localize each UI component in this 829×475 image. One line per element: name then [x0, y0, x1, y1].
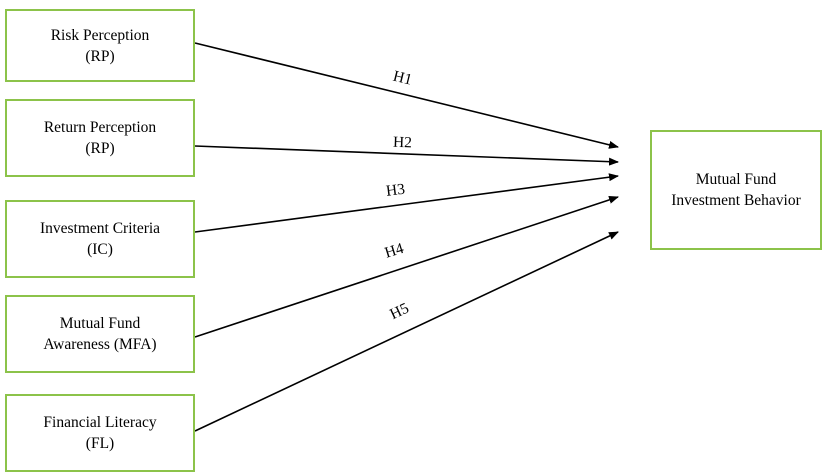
- label-h5: H5: [387, 300, 412, 324]
- arrow-h2: [194, 145, 619, 166]
- construct-abbreviation: Awareness (MFA): [43, 336, 157, 353]
- construct-box-risk-perception: Risk Perception (RP): [5, 9, 195, 82]
- construct-abbreviation: (RP): [85, 140, 115, 157]
- construct-box-financial-literacy: Financial Literacy (FL): [5, 394, 195, 472]
- construct-title: Return Perception: [43, 119, 157, 136]
- arrow-h5: [194, 231, 619, 432]
- construct-abbreviation: (FL): [85, 435, 115, 452]
- construct-title: Investment Criteria: [39, 220, 161, 237]
- construct-title: Financial Literacy: [43, 414, 157, 431]
- construct-abbreviation: (RP): [85, 47, 115, 65]
- arrow-h3: [194, 173, 619, 233]
- label-h2: H2: [393, 134, 413, 152]
- construct-box-investment-criteria: Investment Criteria (IC): [5, 200, 195, 278]
- label-h1: H1: [391, 68, 414, 89]
- construct-abbreviation: (IC): [87, 241, 113, 258]
- construct-box-return-perception: Return Perception (RP): [5, 99, 195, 177]
- arrow-h4: [194, 196, 619, 338]
- outcome-box-investment-behavior: Mutual Fund Investment Behavior: [650, 130, 822, 250]
- construct-title: Mutual Fund: [59, 315, 141, 332]
- outcome-title-line1: Mutual Fund: [695, 171, 777, 188]
- arrow-h1: [194, 42, 619, 149]
- outcome-title-line2: Investment Behavior: [671, 192, 801, 209]
- construct-box-mutual-fund-awareness: Mutual Fund Awareness (MFA): [5, 295, 195, 373]
- label-h4: H4: [383, 240, 406, 262]
- construct-title: Risk Perception: [50, 26, 150, 44]
- label-h3: H3: [385, 181, 406, 200]
